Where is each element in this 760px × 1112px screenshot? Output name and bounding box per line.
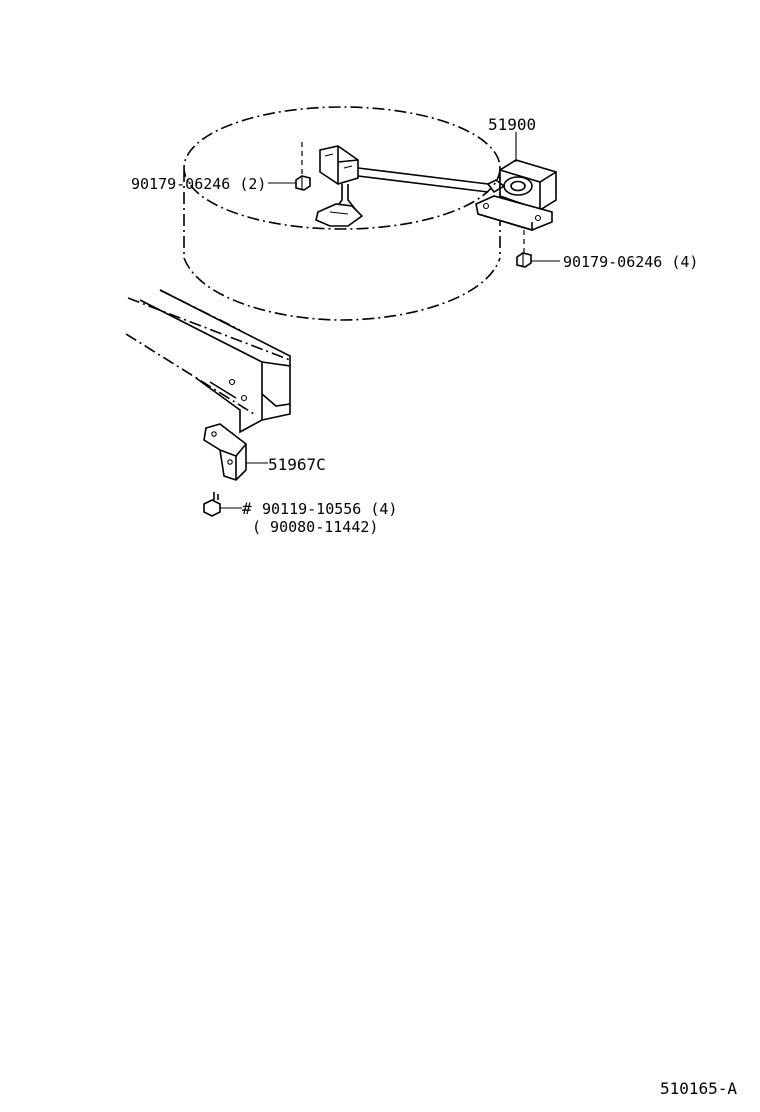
callout-51900: 51900 xyxy=(488,115,536,134)
callout-bolt-alt: ( 90080-11442) xyxy=(252,518,378,536)
callout-nut-right: 90179-06246 (4) xyxy=(563,253,698,271)
frame-rail xyxy=(125,289,291,434)
bracket-51967c xyxy=(203,423,268,481)
diagram-code: 510165-A xyxy=(660,1079,737,1098)
bolt-icon xyxy=(203,492,242,517)
callout-nut-left: 90179-06246 (2) xyxy=(131,175,266,193)
callout-bolt-hash: # xyxy=(242,499,252,518)
nut-right-icon xyxy=(516,230,560,268)
nut-left-icon xyxy=(268,142,311,191)
callout-bolt: 90119-10556 (4) xyxy=(262,500,397,518)
tire-carrier-hanger-assembly xyxy=(315,145,557,232)
callout-bracket: 51967C xyxy=(268,455,326,474)
